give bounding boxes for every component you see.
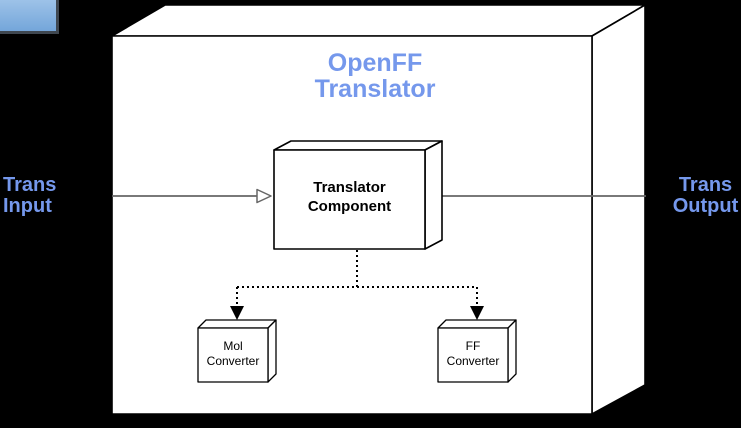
translator-component-cube <box>273 140 443 250</box>
trans-input-label: Trans Input <box>3 174 57 217</box>
ff-converter-label: FF Converter <box>446 339 500 368</box>
ff-converter-cube-top <box>437 319 517 329</box>
ff-converter-cube-right <box>507 319 517 383</box>
translator-component-label: Translator Component <box>307 179 392 215</box>
mol-converter-cube-right <box>267 319 277 383</box>
openff-translator-cube-right <box>591 4 646 415</box>
openff-translator-cube-top <box>111 4 646 37</box>
input-connector <box>112 188 272 204</box>
ff-converter-cube-front <box>437 327 509 383</box>
mol-converter-cube-top <box>197 319 277 329</box>
translator-component-cube-top <box>273 140 443 151</box>
translator-component-cube-right <box>424 140 443 250</box>
mol-converter-label: Mol Converter <box>206 339 260 368</box>
translator-component-cube-front <box>273 149 426 250</box>
converter-connectors <box>236 250 478 307</box>
mol-converter-cube-front <box>197 327 269 383</box>
mol-converter-cube <box>197 319 277 383</box>
container-title: OpenFF Translator <box>314 49 436 103</box>
trans-output-label: Trans Output <box>672 174 739 217</box>
ff-converter-cube <box>437 319 517 383</box>
input-connector-open-arrowhead <box>256 188 272 204</box>
ff-converter-arrowhead <box>470 306 484 320</box>
blue-rectangle-shape <box>0 0 59 34</box>
mol-converter-arrowhead <box>230 306 244 320</box>
